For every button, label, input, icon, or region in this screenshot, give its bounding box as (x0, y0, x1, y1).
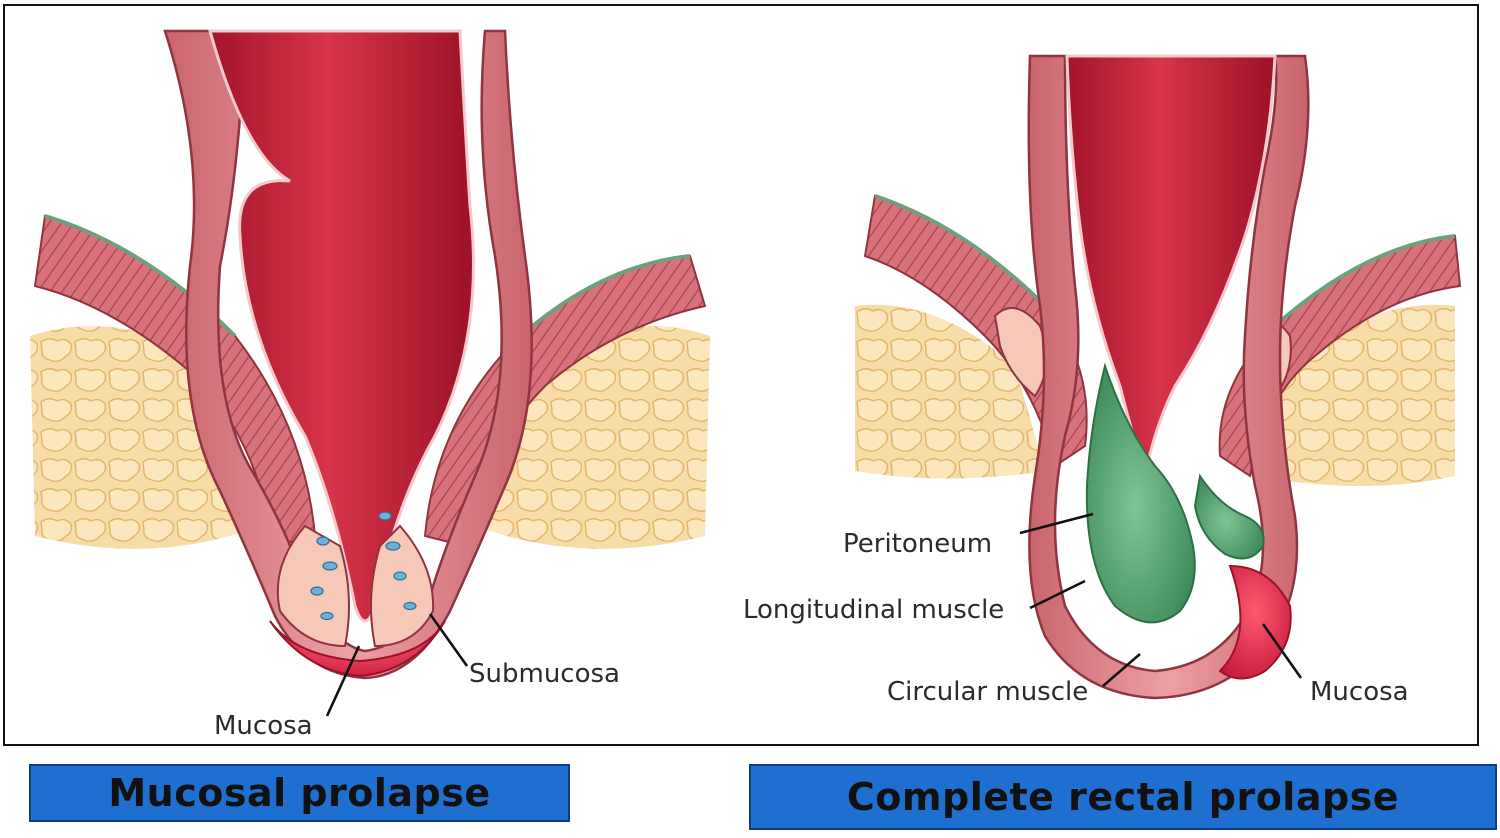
fat-tissue-left-2 (855, 304, 1045, 479)
label-submucosa: Submucosa (469, 659, 620, 689)
prolapsed-mucosa-2 (1218, 564, 1292, 680)
label-mucosa-left: Mucosa (214, 711, 313, 741)
mucosal-prolapse-illustration: Mucosa Submucosa (30, 29, 710, 741)
rectal-wall (163, 29, 533, 680)
leader-longitudinal-muscle (1029, 579, 1086, 610)
vessels (310, 511, 417, 621)
complete-rectal-prolapse-illustration: Peritoneum Longitudinal muscle Circular … (743, 54, 1462, 707)
label-longitudinal-muscle: Longitudinal muscle (743, 595, 1004, 625)
leader-mucosa-left (325, 645, 361, 717)
rectal-lumen (208, 29, 475, 623)
leader-peritoneum (1019, 512, 1094, 535)
leader-circular-muscle (1102, 653, 1141, 687)
leader-submucosa (428, 613, 469, 667)
submucosa-pad-right (370, 524, 435, 648)
label-circular-muscle: Circular muscle (887, 677, 1088, 707)
fat-tissue-right-2 (1255, 304, 1455, 486)
prolapsed-mucosa (269, 620, 446, 678)
peritoneal-sac-small (1193, 473, 1265, 560)
leader-mucosa-right (1261, 623, 1303, 679)
caption-mucosal-prolapse: Mucosal prolapse (29, 764, 570, 822)
caption-complete-rectal-prolapse: Complete rectal prolapse (749, 764, 1497, 830)
label-mucosa-right: Mucosa (1310, 677, 1409, 707)
rectal-wall-2 (1027, 54, 1310, 700)
label-peritoneum: Peritoneum (843, 529, 992, 559)
peritoneal-sac (1085, 362, 1196, 624)
anatomy-illustration: Mucosa Submucosa (30, 29, 1462, 741)
figure-frame: Mucosa Submucosa (3, 4, 1479, 746)
